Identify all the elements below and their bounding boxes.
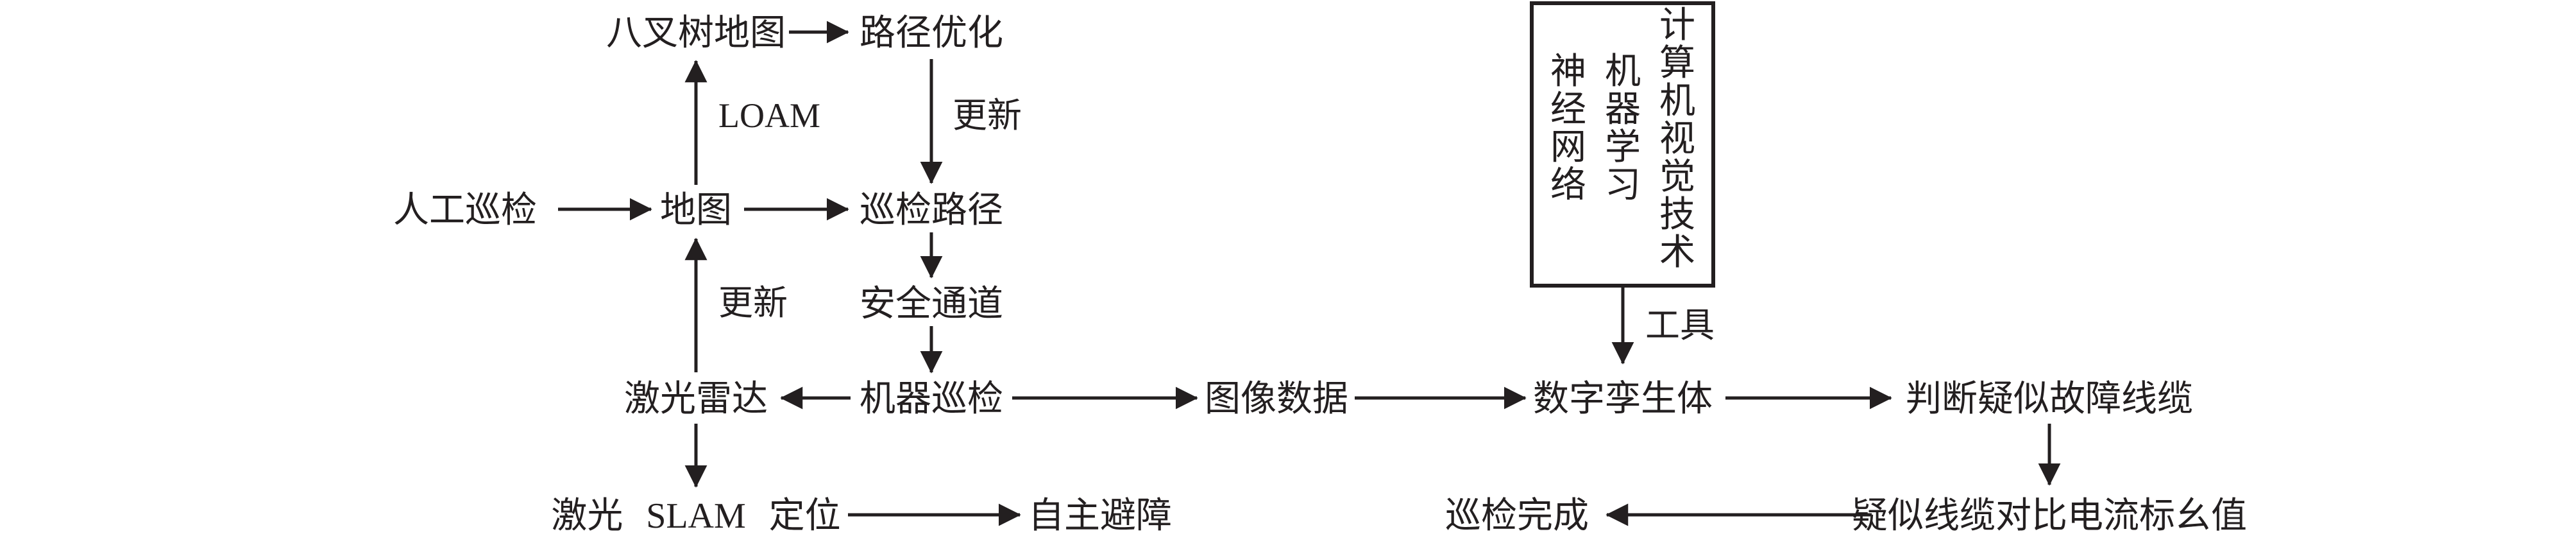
edge-label-update-top: 更新: [953, 95, 1022, 135]
laser-slam-suffix: 定位: [769, 495, 841, 536]
laser-slam-prefix: 激光: [551, 495, 623, 536]
node-judge-suspected-fault: 判断疑似故障线缆: [1906, 378, 2193, 420]
edge-label-tools: 工具: [1645, 305, 1715, 345]
edge-label-update-bottom: 更新: [718, 282, 788, 323]
node-path-optimization: 路径优化: [860, 12, 1003, 54]
tools-box-computer-vision: 计算机视觉技术: [1659, 4, 1695, 273]
node-compare-current: 疑似线缆对比电流标幺值: [1852, 495, 2247, 536]
node-safe-passage: 安全通道: [860, 283, 1003, 325]
tools-box-neural-network: 神经网络: [1550, 51, 1586, 206]
node-octree-map: 八叉树地图: [606, 12, 786, 54]
node-inspection-path: 巡检路径: [860, 189, 1003, 231]
node-laser-slam-positioning: 激光 SLAM 定位: [551, 495, 840, 536]
node-map: 地图: [660, 189, 732, 231]
edge-label-loam: LOAM: [718, 96, 820, 135]
tools-box: [1530, 1, 1715, 288]
node-manual-inspection: 人工巡检: [393, 189, 537, 231]
laser-slam-acronym: SLAM: [646, 496, 746, 536]
node-lidar: 激光雷达: [624, 378, 768, 420]
tools-box-machine-learning: 机器学习: [1605, 51, 1641, 206]
node-autonomous-avoidance: 自主避障: [1028, 495, 1172, 536]
node-inspection-complete: 巡检完成: [1445, 495, 1589, 536]
node-image-data: 图像数据: [1205, 378, 1348, 420]
node-robot-inspection: 机器巡检: [860, 378, 1003, 420]
node-digital-twin: 数字孪生体: [1533, 378, 1713, 420]
